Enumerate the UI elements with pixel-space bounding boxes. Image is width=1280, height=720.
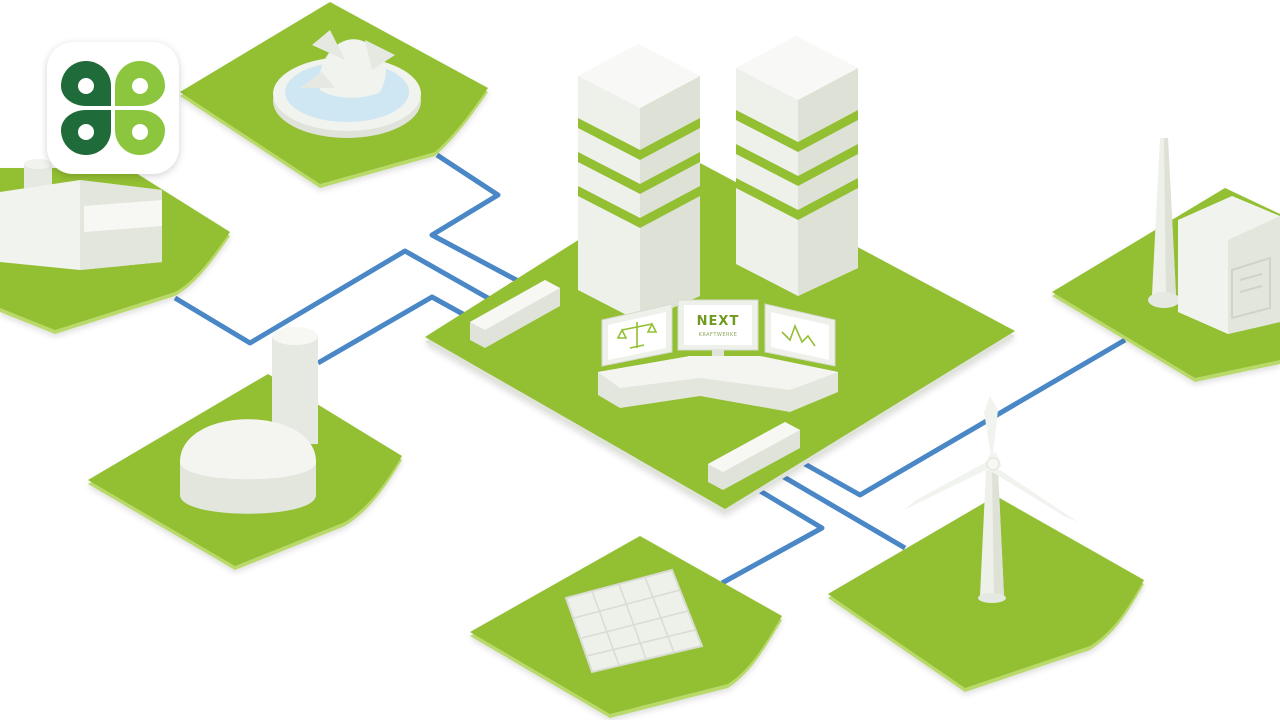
brand-subtitle: KRAFTWERKE bbox=[699, 332, 738, 338]
fountain bbox=[273, 30, 421, 138]
app-logo bbox=[47, 42, 179, 174]
factory-building bbox=[0, 159, 162, 270]
power-plant bbox=[1148, 138, 1280, 334]
cable-hub-to-powerplant bbox=[778, 337, 1127, 498]
biogas-plant bbox=[180, 327, 318, 514]
server-tower-left bbox=[578, 44, 700, 322]
clover-logo-icon bbox=[61, 61, 165, 155]
connector-box-lower bbox=[708, 422, 800, 490]
cable-factory-to-hub bbox=[173, 248, 497, 346]
monitor-right bbox=[764, 303, 836, 367]
solar-panel bbox=[564, 568, 704, 674]
cable-fountain-to-hub bbox=[429, 152, 522, 285]
control-desk: NEXT KRAFTWERKE bbox=[598, 299, 838, 412]
cable-hub-to-solar bbox=[720, 473, 825, 586]
brand-name: NEXT bbox=[697, 314, 740, 329]
connector-box-upper bbox=[470, 280, 560, 348]
line-chart-icon bbox=[781, 323, 816, 347]
monitor-left bbox=[601, 303, 673, 367]
wind-turbine bbox=[904, 396, 1078, 603]
server-tower-right bbox=[736, 36, 858, 296]
cable-biogas-to-hub bbox=[316, 294, 472, 366]
monitor-center: NEXT KRAFTWERKE bbox=[677, 299, 759, 356]
balance-scale-icon bbox=[616, 322, 658, 349]
